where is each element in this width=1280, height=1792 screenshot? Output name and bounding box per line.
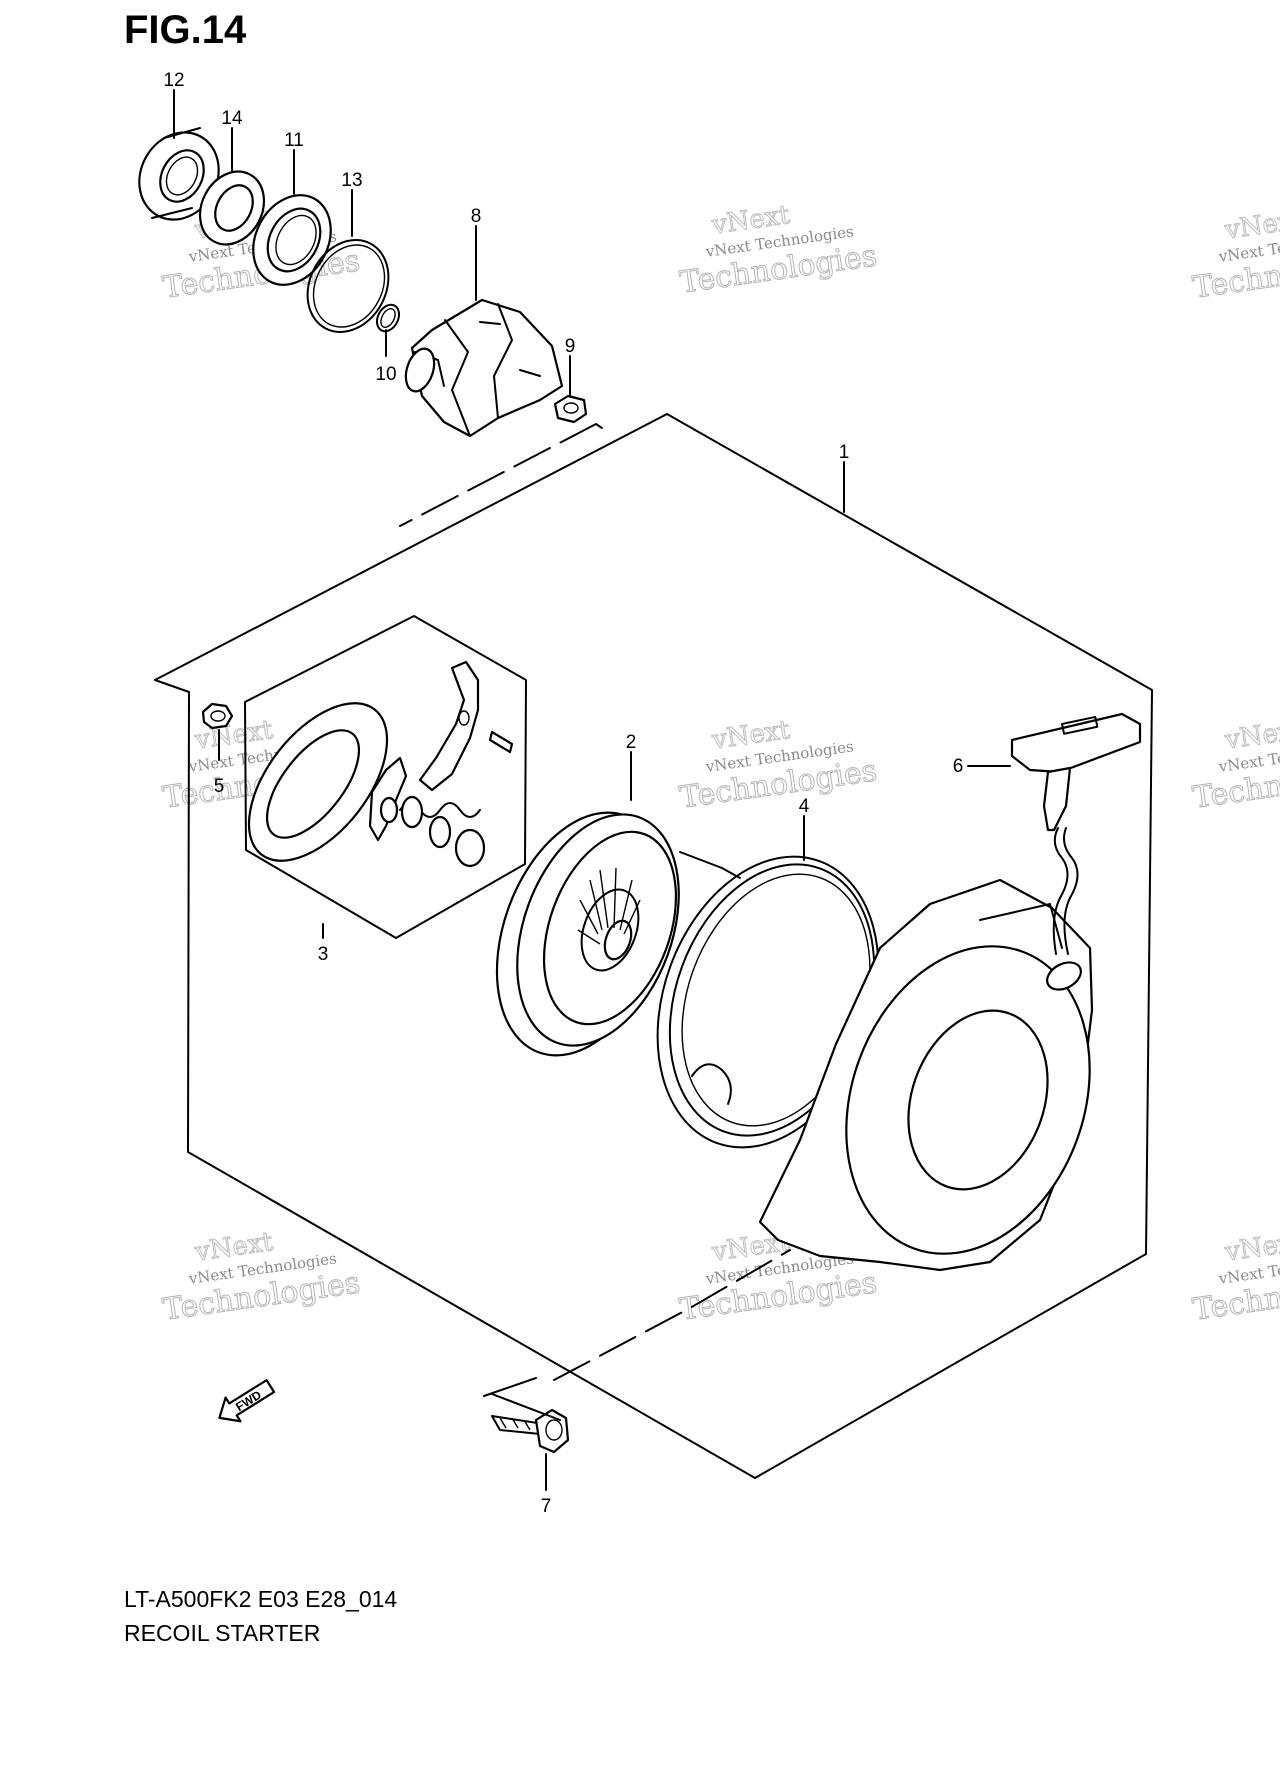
reel-2 [495, 811, 741, 1057]
recoil-case [758, 878, 1094, 1272]
callout-7: 7 [541, 1496, 552, 1517]
callout-14: 14 [221, 108, 243, 129]
callout-3: 3 [318, 944, 329, 965]
callout-5: 5 [214, 776, 225, 797]
o-ring-10 [375, 303, 401, 333]
callout-6: 6 [953, 756, 964, 777]
callout-1: 1 [839, 442, 850, 463]
figure-name-caption: RECOIL STARTER [124, 1620, 321, 1646]
o-ring-13 [306, 239, 390, 333]
callout-11: 11 [284, 130, 304, 151]
nut-9 [553, 394, 588, 424]
upper-parts [138, 127, 603, 527]
callout-13: 13 [341, 170, 362, 191]
model-code-caption: LT-A500FK2 E03 E28_014 [124, 1586, 398, 1612]
callout-9: 9 [565, 336, 576, 357]
callout-10: 10 [375, 364, 396, 385]
assembly-box-outline [154, 413, 1153, 1479]
subassembly-box-3 [244, 615, 527, 939]
leader-lines [173, 89, 1011, 1491]
figure-title: FIG.14 [124, 8, 247, 52]
ratchet-kit-3 [247, 660, 514, 868]
handle-6 [1010, 712, 1142, 955]
callout-numbers: 1 2 3 4 5 6 7 8 9 10 11 12 13 14 [163, 70, 963, 1517]
bolt-7 [483, 1377, 570, 1454]
callout-8: 8 [471, 206, 482, 227]
bearing-12 [138, 127, 220, 221]
fwd-arrow-icon: FWD [218, 1379, 276, 1423]
callout-12: 12 [163, 70, 184, 91]
seal-14 [198, 170, 266, 246]
callout-4: 4 [799, 796, 810, 817]
callout-2: 2 [626, 732, 637, 753]
drive-pulley-8 [404, 298, 564, 438]
seal-11 [252, 194, 332, 286]
bolt-5 [201, 702, 234, 730]
